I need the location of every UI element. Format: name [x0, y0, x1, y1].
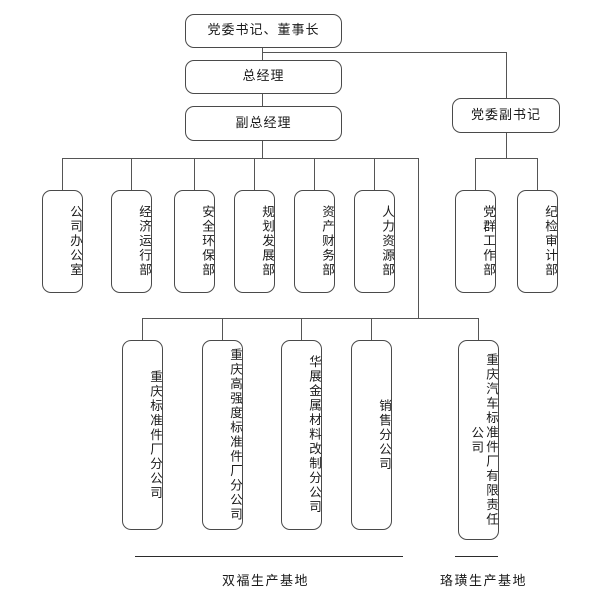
node-department-office[interactable]: 公司办公室	[42, 190, 83, 293]
connector-dgm-stem	[262, 141, 263, 159]
node-deputy-general-manager-label: 副总经理	[235, 115, 292, 131]
connector-branch-leg-3	[301, 318, 302, 340]
node-branch-cq-high-strength-standard-parts[interactable]: 重庆高强度标准件厂分公司	[202, 340, 243, 530]
node-branch-cq-auto-standard-parts-label: 重庆汽车标准件厂有限责任公司	[469, 353, 499, 527]
node-chairman-label: 党委书记、董事长	[207, 23, 320, 39]
node-deputy-general-manager[interactable]: 副总经理	[185, 106, 342, 141]
node-general-manager[interactable]: 总经理	[185, 60, 342, 94]
node-party-deputy-secretary-label: 党委副书记	[470, 107, 541, 123]
connector-party-deputy-stem	[506, 133, 507, 158]
connector-branch-leg-2	[222, 318, 223, 340]
node-branch-huazhan-metal-materials[interactable]: 华展金属材料改制分公司	[281, 340, 322, 530]
connector-branch-leg-1	[142, 318, 143, 340]
node-branch-sales-label: 销售分公司	[377, 398, 392, 472]
node-branch-cq-standard-parts-label: 重庆标准件厂分公司	[148, 369, 163, 501]
node-department-assets-finance-label: 资产财务部	[320, 205, 335, 278]
connector-branch-leg-4	[371, 318, 372, 340]
connector-chairman-to-party-deputy	[262, 52, 507, 53]
connector-department-bar	[62, 158, 419, 159]
node-branch-cq-high-strength-standard-parts-label: 重庆高强度标准件厂分公司	[228, 348, 243, 522]
node-department-planning-development[interactable]: 规划发展部	[234, 190, 275, 293]
connector-party-dept-leg-1	[475, 158, 476, 190]
node-branch-sales[interactable]: 销售分公司	[351, 340, 392, 530]
connector-gm-to-dgm	[262, 94, 263, 106]
base-label-shuangfu: 双福生产基地	[222, 574, 310, 589]
node-party-deputy-secretary[interactable]: 党委副书记	[452, 98, 560, 133]
connector-branch-leg-5	[478, 318, 479, 340]
node-department-safety-environment-label: 安全环保部	[200, 205, 215, 278]
node-department-party-mass-work-label: 党群工作部	[481, 205, 496, 278]
connector-dept-leg-6	[374, 158, 375, 190]
node-branch-huazhan-metal-materials-label: 华展金属材料改制分公司	[307, 355, 322, 515]
node-department-party-mass-work[interactable]: 党群工作部	[455, 190, 496, 293]
node-department-planning-development-label: 规划发展部	[260, 205, 275, 278]
node-branch-cq-auto-standard-parts[interactable]: 重庆汽车标准件厂有限责任公司	[458, 340, 499, 540]
node-department-office-label: 公司办公室	[68, 205, 83, 278]
node-chairman[interactable]: 党委书记、董事长	[185, 14, 342, 48]
connector-dept-leg-5	[314, 158, 315, 190]
connector-dept-bar-right-drop	[418, 158, 419, 319]
node-department-human-resources-label: 人力资源部	[380, 205, 395, 278]
connector-party-deputy-drop	[506, 52, 507, 98]
base-rule-shuangfu	[135, 556, 403, 557]
base-label-luohuang: 珞璜生产基地	[440, 574, 528, 589]
node-branch-cq-standard-parts[interactable]: 重庆标准件厂分公司	[122, 340, 163, 530]
connector-branch-bar	[142, 318, 478, 319]
connector-chairman-stem	[262, 48, 263, 67]
connector-dept-leg-2	[131, 158, 132, 190]
node-department-safety-environment[interactable]: 安全环保部	[174, 190, 215, 293]
node-department-economic-operations[interactable]: 经济运行部	[111, 190, 152, 293]
node-department-discipline-audit-label: 纪检审计部	[543, 205, 558, 278]
node-department-economic-operations-label: 经济运行部	[137, 205, 152, 278]
base-rule-luohuang	[455, 556, 498, 557]
connector-party-department-bar	[475, 158, 538, 159]
node-general-manager-label: 总经理	[242, 69, 285, 85]
node-department-assets-finance[interactable]: 资产财务部	[294, 190, 335, 293]
connector-party-dept-leg-2	[537, 158, 538, 190]
connector-dept-leg-4	[254, 158, 255, 190]
node-department-human-resources[interactable]: 人力资源部	[354, 190, 395, 293]
node-department-discipline-audit[interactable]: 纪检审计部	[517, 190, 558, 293]
connector-dept-leg-3	[194, 158, 195, 190]
connector-dept-leg-1	[62, 158, 63, 190]
